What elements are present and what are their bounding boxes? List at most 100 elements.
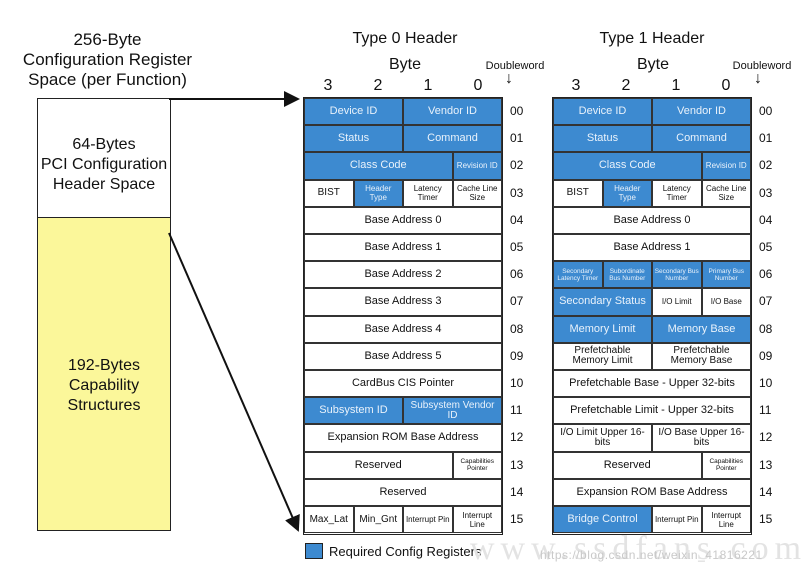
register-capabilities-pointer: Capabilities Pointer — [701, 451, 751, 479]
type0-byte-3: 3 — [323, 77, 333, 94]
register-base-address-5: Base Address 5 — [304, 342, 502, 370]
type1-dw-01: 01 — [759, 131, 773, 146]
register-cache-line-size: Cache Line Size — [452, 179, 502, 207]
register-command: Command — [652, 125, 751, 153]
register-capabilities-pointer: Capabilities Pointer — [452, 451, 502, 479]
type0-dw-12: 12 — [510, 430, 524, 445]
register-device-id: Device ID — [553, 98, 652, 126]
type1-byte-2: 2 — [621, 77, 631, 94]
type1-dw-05: 05 — [759, 240, 773, 254]
type0-byte-2: 2 — [373, 77, 383, 94]
register-prefetchable-base-upper-32-bits: Prefetchable Base - Upper 32-bits — [553, 370, 751, 398]
type1-dw-04: 04 — [759, 212, 773, 227]
type1-dw-00: 00 — [759, 104, 773, 118]
capability-line: Structures — [67, 397, 141, 414]
type0-dw-08: 08 — [510, 321, 524, 336]
register-class-code: Class Code — [304, 152, 453, 180]
type1-dw-07: 07 — [759, 294, 773, 309]
register-memory-limit: Memory Limit — [553, 315, 652, 343]
register-i-o-limit: I/O Limit — [652, 288, 702, 316]
register-base-address-2: Base Address 2 — [304, 261, 502, 289]
register-interrupt-pin: Interrupt Pin — [403, 506, 453, 534]
type0-dw-arrow: ↓ — [505, 70, 513, 87]
type1-dw-13: 13 — [759, 457, 773, 472]
type0-dw-10: 10 — [510, 376, 524, 390]
register-class-code: Class Code — [553, 152, 702, 180]
register-subsystem-vendor-id: Subsystem Vendor ID — [403, 397, 502, 425]
header-space-label: 64-Bytes PCI Configuration Header Space — [38, 135, 170, 195]
type0-dw-14: 14 — [510, 484, 524, 499]
register-interrupt-line: Interrupt Line — [701, 506, 751, 534]
type0-byte-label: Byte — [388, 56, 421, 73]
register-status: Status — [553, 125, 652, 153]
register-header-type: Header Type — [602, 179, 652, 207]
type0-dw-06: 06 — [510, 267, 524, 282]
type1-dw-06: 06 — [759, 267, 773, 282]
header-space-region: 64-Bytes PCI Configuration Header Space — [37, 98, 171, 218]
register-base-address-3: Base Address 3 — [304, 288, 502, 316]
register-secondary-status: Secondary Status — [553, 288, 652, 316]
register-revision-id: Revision ID — [701, 152, 751, 180]
type1-byte-1: 1 — [671, 77, 681, 94]
type1-dw-11: 11 — [759, 403, 772, 418]
register-base-address-1: Base Address 1 — [553, 234, 751, 262]
register-prefetchable-memory-base: Prefetchable Memory Base — [652, 342, 751, 370]
register-max-lat: Max_Lat — [304, 506, 354, 534]
register-latency-timer: Latency Timer — [403, 179, 453, 207]
type1-byte-3: 3 — [571, 77, 581, 94]
type1-dw-14: 14 — [759, 484, 773, 499]
type0-dw-02: 02 — [510, 158, 524, 173]
register-cache-line-size: Cache Line Size — [701, 179, 751, 207]
type1-byte-label: Byte — [636, 56, 669, 73]
type1-dw-03: 03 — [759, 185, 773, 200]
register-base-address-4: Base Address 4 — [304, 315, 502, 343]
register-command: Command — [403, 125, 502, 153]
legend-label: Required Config Registers — [329, 544, 482, 559]
header-space-line: 64-Bytes — [72, 136, 136, 153]
register-memory-base: Memory Base — [652, 315, 751, 343]
register-secondary-bus-number: Secondary Bus Number — [652, 261, 702, 289]
type0-dw-03: 03 — [510, 185, 524, 200]
register-vendor-id: Vendor ID — [403, 98, 502, 126]
type1-dw-02: 02 — [759, 158, 773, 173]
register-i-o-limit-upper-16-bits: I/O Limit Upper 16-bits — [553, 424, 652, 452]
type0-dw-13: 13 — [510, 457, 524, 472]
watermark-site: www.ssdfans.com — [470, 530, 808, 567]
capability-label: 192-Bytes Capability Structures — [38, 356, 170, 416]
register-base-address-1: Base Address 1 — [304, 234, 502, 262]
type0-dw-04: 04 — [510, 212, 524, 227]
capability-line: 192-Bytes — [67, 357, 141, 374]
type1-title: Type 1 Header — [599, 30, 705, 47]
type0-dw-11: 11 — [510, 403, 523, 418]
arrow-to-last-dword — [168, 232, 300, 532]
type0-title: Type 0 Header — [352, 30, 458, 47]
register-vendor-id: Vendor ID — [652, 98, 751, 126]
type1-dw-15: 15 — [759, 512, 773, 526]
register-prefetchable-memory-limit: Prefetchable Memory Limit — [553, 342, 652, 370]
type0-dw-07: 07 — [510, 294, 524, 309]
register-base-address-0: Base Address 0 — [304, 206, 502, 234]
register-i-o-base: I/O Base — [701, 288, 751, 316]
register-header-type: Header Type — [353, 179, 403, 207]
register-device-id: Device ID — [304, 98, 403, 126]
register-secondary-latency-timer: Secondary Latency Timer — [553, 261, 603, 289]
register-bridge-control: Bridge Control — [553, 506, 652, 534]
register-interrupt-pin: Interrupt Pin — [652, 506, 702, 534]
type0-byte-0: 0 — [473, 77, 483, 94]
type1-byte-0: 0 — [721, 77, 731, 94]
register-expansion-rom-base-address: Expansion ROM Base Address — [553, 478, 751, 506]
config-space-title: 256-Byte Configuration Register Space (p… — [20, 30, 195, 90]
type1-dw-08: 08 — [759, 321, 773, 336]
capability-region: 192-Bytes Capability Structures — [37, 217, 171, 531]
type1-dw-12: 12 — [759, 430, 773, 445]
register-bist: BIST — [304, 179, 354, 207]
config-space-title-line: Space (per Function) — [28, 70, 187, 89]
legend-swatch — [305, 543, 323, 559]
register-interrupt-line: Interrupt Line — [452, 506, 502, 534]
type1-dw-09: 09 — [759, 348, 773, 363]
type0-dw-01: 01 — [510, 131, 524, 146]
type0-dw-00: 00 — [510, 104, 524, 118]
